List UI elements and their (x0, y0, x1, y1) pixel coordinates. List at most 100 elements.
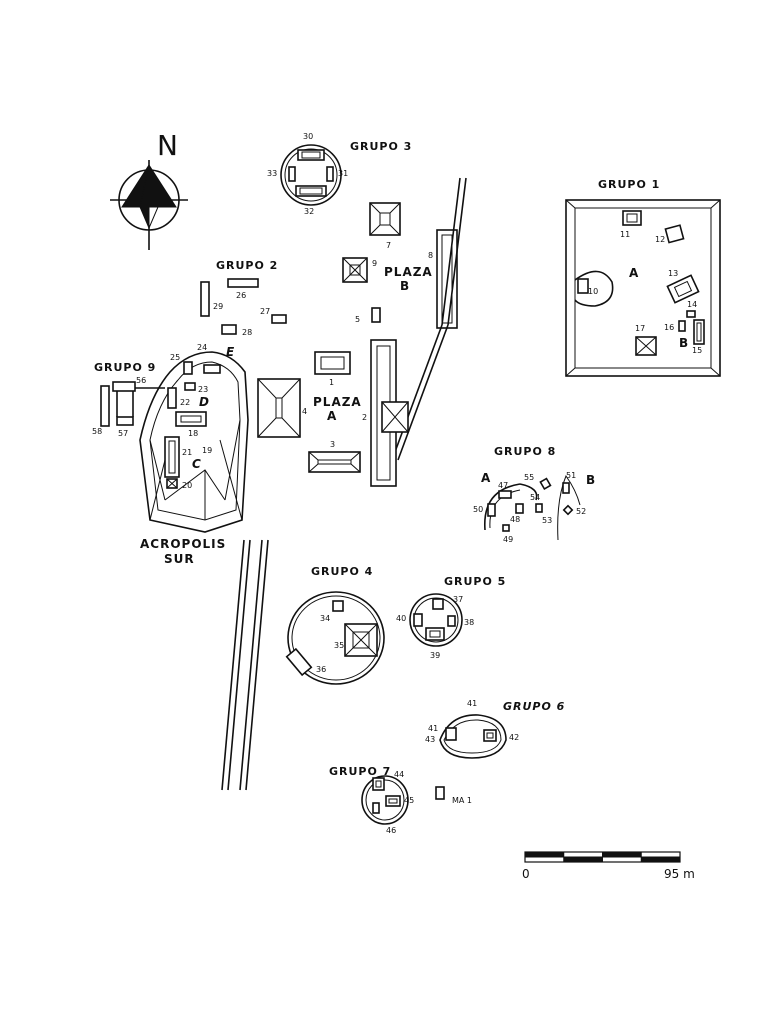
scale-end-label: 95 m (664, 867, 695, 881)
structure-42-label: 42 (509, 733, 519, 742)
grupo-2-label: GRUPO 2 (216, 259, 278, 272)
structure-58-label: 58 (92, 427, 102, 436)
structure-3-label: 3 (330, 440, 335, 449)
structure-41-top-label: 41 (467, 699, 477, 708)
grupo-9: GRUPO 9 56 57 58 (92, 361, 165, 438)
grupo-7: GRUPO 7 44 45 46 MA 1 (329, 765, 472, 835)
plaza-b: 7 9 8 5 PLAZA B (342, 202, 458, 329)
structure-53-label: 53 (542, 516, 552, 525)
structure-5-label: 5 (355, 315, 360, 324)
structure-41-left-label: 41 (428, 724, 438, 733)
grupo-3: GRUPO 3 30 31 32 33 (267, 132, 412, 216)
plaza-b-letter: B (400, 279, 410, 293)
structure-11-label: 11 (620, 230, 630, 239)
structure-12-label: 12 (655, 235, 665, 244)
structure-22-label: 22 (180, 398, 190, 407)
grupo-5: GRUPO 5 37 38 39 40 (396, 575, 506, 660)
grupo-8: GRUPO 8 A B 47 48 49 50 51 52 53 54 55 (473, 445, 596, 544)
grupo-1-label: GRUPO 1 (598, 178, 660, 191)
group-1-area-a: A (629, 266, 639, 280)
structure-28-label: 28 (242, 328, 252, 337)
scale-bar: 0 95 m (522, 851, 695, 881)
causeway-north (391, 177, 467, 461)
structure-27-label: 27 (260, 307, 270, 316)
structure-43-label: 43 (425, 735, 435, 744)
structure-14-label: 14 (687, 300, 697, 309)
structure-46-label: 46 (386, 826, 396, 835)
structure-44-label: 44 (394, 770, 404, 779)
structure-51-label: 51 (566, 471, 576, 480)
causeway-south (221, 539, 269, 791)
structure-49-label: 49 (503, 535, 513, 544)
structure-38-label: 38 (464, 618, 474, 627)
group-1-area-b: B (679, 336, 689, 350)
structure-56-label: 56 (136, 376, 146, 385)
structure-13-label: 13 (668, 269, 678, 278)
grupo-2: GRUPO 2 26 29 27 28 (200, 259, 287, 337)
structure-21-label: 21 (182, 448, 192, 457)
structure-39-label: 39 (430, 651, 440, 660)
structure-4-label: 4 (302, 407, 307, 416)
plaza-a: 1 2 3 4 PLAZA A (257, 339, 409, 487)
structure-31-label: 31 (338, 169, 348, 178)
structure-24-label: 24 (197, 343, 207, 352)
structure-18-label: 18 (188, 429, 198, 438)
structure-30-label: 30 (303, 132, 313, 141)
structure-2-label: 2 (362, 413, 367, 422)
structure-29-label: 29 (213, 302, 223, 311)
grupo-9-label: GRUPO 9 (94, 361, 156, 374)
acropolis-area-c: C (192, 457, 202, 471)
structure-36-label: 36 (316, 665, 326, 674)
structure-54-label: 54 (530, 493, 540, 502)
grupo-6-label: GRUPO 6 (503, 700, 565, 713)
group-8-area-a: A (481, 471, 491, 485)
acropolis-area-d: D (199, 395, 210, 409)
grupo-4-label: GRUPO 4 (311, 565, 373, 578)
structure-45-label: 45 (404, 796, 414, 805)
structure-26-label: 26 (236, 291, 246, 300)
plaza-b-word: PLAZA (384, 265, 433, 279)
structure-33-label: 33 (267, 169, 277, 178)
structure-34-label: 34 (320, 614, 330, 623)
grupo-4: GRUPO 4 34 35 36 (285, 565, 385, 685)
grupo-8-label: GRUPO 8 (494, 445, 556, 458)
structure-50-label: 50 (473, 505, 483, 514)
structure-57-label: 57 (118, 429, 128, 438)
grupo-5-label: GRUPO 5 (444, 575, 506, 588)
scale-start-label: 0 (522, 867, 530, 881)
structure-17-label: 17 (635, 324, 645, 333)
structure-15-label: 15 (692, 346, 702, 355)
structure-32-label: 32 (304, 207, 314, 216)
structure-9-label: 9 (372, 259, 377, 268)
acropolis-label-line2: SUR (164, 552, 195, 566)
structure-47-label: 47 (498, 481, 508, 490)
acropolis-sur: 24 25 23 22 18 19 21 20 E D C ACROPOLIS … (139, 343, 249, 566)
structure-20-label: 20 (182, 481, 192, 490)
grupo-1: GRUPO 1 A B 10 11 12 13 14 15 16 17 (565, 178, 721, 377)
structure-19-label: 19 (202, 446, 212, 455)
plaza-a-letter: A (327, 409, 337, 423)
structure-52-label: 52 (576, 507, 586, 516)
structure-8-label: 8 (428, 251, 433, 260)
structure-10-label: 10 (588, 287, 598, 296)
structure-7-label: 7 (386, 241, 391, 250)
north-arrow: N (110, 129, 188, 250)
structure-1-label: 1 (329, 378, 334, 387)
structure-23-label: 23 (198, 385, 208, 394)
plaza-a-word: PLAZA (313, 395, 362, 409)
structure-40-label: 40 (396, 614, 406, 623)
structure-ma1-label: MA 1 (452, 796, 472, 805)
grupo-7-label: GRUPO 7 (329, 765, 391, 778)
structure-35-label: 35 (334, 641, 344, 650)
structure-25-label: 25 (170, 353, 180, 362)
acropolis-label-line1: ACROPOLIS (140, 537, 226, 551)
group-8-area-b: B (586, 473, 596, 487)
structure-37-label: 37 (453, 595, 463, 604)
grupo-6: GRUPO 6 41 41 42 43 (425, 699, 565, 759)
structure-55-label: 55 (524, 473, 534, 482)
structure-16-label: 16 (664, 323, 674, 332)
grupo-3-label: GRUPO 3 (350, 140, 412, 153)
structure-48-label: 48 (510, 515, 520, 524)
acropolis-area-e: E (226, 345, 235, 359)
